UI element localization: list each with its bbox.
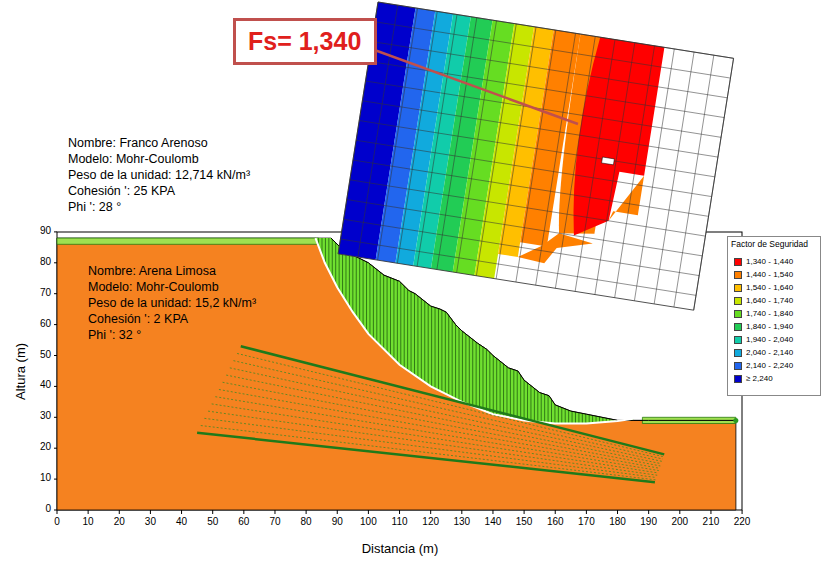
axis-title: Altura (m) [15, 342, 30, 399]
legend-swatch [734, 323, 742, 331]
tick-label: 200 [671, 516, 688, 528]
tick-label: 140 [485, 516, 502, 528]
material-property: Nombre: Arena Limosa [88, 264, 216, 278]
material-property: Phi ': 28 ° [68, 200, 121, 214]
leader-arrow [358, 44, 578, 124]
legend-swatch [734, 349, 742, 357]
anchor-dashed [208, 411, 657, 475]
material-property: Modelo: Mohr-Coulomb [88, 280, 219, 294]
tick-label: 60 [238, 516, 249, 528]
legend-swatch [734, 336, 742, 344]
tick-label: 160 [547, 516, 564, 528]
legend-swatch [734, 310, 742, 318]
legend-swatch [734, 271, 742, 279]
anchor-dashed [237, 353, 663, 456]
material-property: Nombre: Franco Arenoso [68, 136, 208, 150]
anchor-dashed [201, 426, 656, 480]
legend-text: ≥ 2,240 [746, 374, 773, 384]
tick-label: 190 [640, 516, 657, 528]
anchor-dashed [212, 404, 658, 473]
anchor-line [197, 433, 655, 482]
tick-label: 170 [578, 516, 595, 528]
tick-label: 30 [40, 410, 51, 422]
legend-text: 1,640 - 1,740 [746, 296, 793, 306]
material-property: Phi ': 32 ° [88, 328, 141, 342]
anchor-dashed [204, 418, 656, 477]
anchor-dashed [230, 368, 662, 461]
grid-lines [338, 2, 733, 310]
anchor-dashed [226, 375, 661, 464]
anchor-dashed [215, 397, 658, 471]
anchor-dashed [223, 382, 661, 466]
tick-label: 100 [360, 516, 377, 528]
tick-label: 70 [269, 516, 280, 528]
legend-text: 2,140 - 2,240 [746, 361, 793, 371]
tick-label: 60 [40, 318, 51, 330]
legend-text: 1,840 - 1,940 [746, 322, 793, 332]
legend-swatch [734, 284, 742, 292]
end-point [733, 418, 738, 423]
material-property: Modelo: Mohr-Coulomb [68, 152, 199, 166]
legend-swatch [734, 297, 742, 305]
tick-label: 10 [40, 472, 51, 484]
tick-label: 80 [301, 516, 312, 528]
material-property: Cohesión ': 2 KPA [88, 312, 188, 326]
legend-text: 2,040 - 2,140 [746, 348, 793, 358]
legend-swatch [734, 375, 742, 383]
tick-label: 40 [176, 516, 187, 528]
anchor-dashed [233, 361, 662, 459]
franco-arenoso-layer [57, 238, 319, 244]
legend-text: 1,340 - 1,440 [746, 257, 793, 267]
tick-label: 220 [734, 516, 751, 528]
tick-label: 40 [40, 379, 51, 391]
factor-value: Fs= 1,340 [248, 27, 362, 56]
axis-title: Distancia (m) [362, 542, 439, 557]
tick-label: 0 [54, 516, 60, 528]
tick-label: 80 [40, 256, 51, 268]
legend-text: 1,740 - 1,840 [746, 309, 793, 319]
tick-label: 210 [703, 516, 720, 528]
tick-label: 90 [332, 516, 343, 528]
tick-label: 150 [516, 516, 533, 528]
legend-swatch [734, 258, 742, 266]
legend-text: 1,940 - 2,040 [746, 335, 793, 345]
tick-label: 50 [207, 516, 218, 528]
tick-label: 50 [40, 349, 51, 361]
tick-label: 90 [40, 225, 51, 237]
tick-label: 70 [40, 287, 51, 299]
tick-label: 120 [422, 516, 439, 528]
legend-box: 1,340 - 1,440 1,440 - 1,540 1,540 - 1,640 1… [727, 236, 821, 396]
tick-label: 10 [83, 516, 94, 528]
contour-grid [338, 2, 733, 310]
legend-text: 1,540 - 1,640 [746, 283, 793, 293]
legend-text: 1,440 - 1,540 [746, 270, 793, 280]
material-property: Peso de la unidad: 15,2 kN/m³ [88, 296, 256, 310]
result-box: Fs= 1,340 [233, 18, 377, 65]
tick-label: 30 [145, 516, 156, 528]
tick-label: 0 [45, 503, 51, 515]
legend-title: Factor de Seguridad [731, 240, 808, 250]
tick-label: 110 [392, 516, 408, 528]
legend-swatch [734, 362, 742, 370]
tick-label: 20 [114, 516, 125, 528]
material-property: Cohesión ': 25 KPA [68, 184, 175, 198]
tick-label: 130 [453, 516, 470, 528]
tick-label: 180 [609, 516, 626, 528]
critical-point [602, 157, 615, 165]
material-property: Peso de la unidad: 12,714 kN/m³ [68, 168, 250, 182]
tick-label: 20 [40, 441, 51, 453]
